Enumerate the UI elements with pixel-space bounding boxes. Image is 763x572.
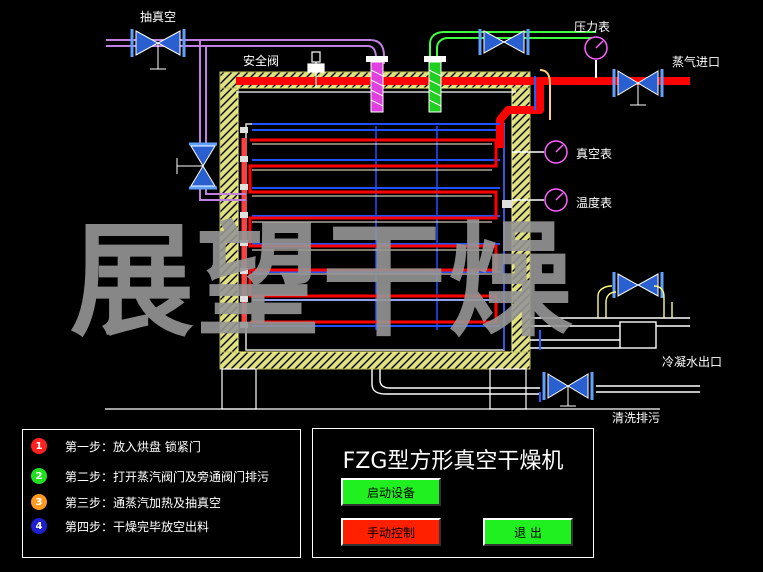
manual-control-button[interactable]: 手动控制 <box>341 518 441 546</box>
vacuum-valve[interactable] <box>130 29 186 70</box>
exit-button[interactable]: 退 出 <box>483 518 573 546</box>
sight-glass-left <box>366 56 388 113</box>
label-vacuum-gauge: 真空表 <box>576 147 613 161</box>
start-device-button[interactable]: 启动设备 <box>341 478 441 506</box>
label-steam-inlet: 蒸气进口 <box>672 55 721 69</box>
steps-panel: 1 第一步：放入烘盘 锁紧门 2 第二步：打开蒸汽阀门及旁通阀门排污 3 第三步… <box>22 429 301 558</box>
step-3: 3 第三步：通蒸汽加热及抽真空 <box>31 492 221 512</box>
step-1-badge: 1 <box>31 438 47 454</box>
step-4: 4 第四步：干燥完毕放空出料 <box>31 516 209 536</box>
sight-glass-right <box>424 56 446 113</box>
machine-title: FZG型方形真空干燥机 <box>342 449 564 474</box>
condensate-valve[interactable] <box>612 272 664 298</box>
label-pressure-gauge: 压力表 <box>574 20 611 34</box>
step-4-text: 第四步：干燥完毕放空出料 <box>65 519 210 534</box>
chamber-interior <box>237 87 513 353</box>
step-4-badge: 4 <box>31 518 47 534</box>
step-3-badge: 3 <box>31 494 47 510</box>
control-panel: FZG型方形真空干燥机 启动设备 手动控制 退 出 <box>312 428 594 558</box>
step-3-text: 第三步：通蒸汽加热及抽真空 <box>65 495 222 510</box>
cooling-valve[interactable] <box>478 29 530 55</box>
label-vacuum-pump: 抽真空 <box>140 10 177 24</box>
steam-coil <box>241 138 498 326</box>
label-condensate-outlet: 冷凝水出口 <box>662 355 723 369</box>
label-safety-valve: 安全阀 <box>243 54 280 68</box>
step-2-text: 第二步：打开蒸汽阀门及旁通阀门排污 <box>65 469 270 484</box>
label-temp-gauge: 温度表 <box>576 196 613 210</box>
temperature-gauge-icon <box>512 188 568 212</box>
vacuum-gauge-icon <box>512 140 568 164</box>
label-drain: 清洗排污 <box>612 411 661 425</box>
step-1-text: 第一步：放入烘盘 锁紧门 <box>65 439 201 454</box>
pressure-gauge-icon <box>584 36 608 78</box>
watermark-text: 展望干燥 <box>70 210 575 354</box>
step-2: 2 第二步：打开蒸汽阀门及旁通阀门排污 <box>31 466 269 486</box>
drain-valve[interactable] <box>542 372 594 407</box>
condensate-pipe <box>371 285 700 402</box>
step-1: 1 第一步：放入烘盘 锁紧门 <box>31 436 201 456</box>
safety-valve <box>307 51 325 88</box>
step-2-badge: 2 <box>31 468 47 484</box>
steam-valve[interactable] <box>612 69 664 106</box>
bypass-valve-left[interactable] <box>176 142 217 190</box>
shelf-brackets <box>240 127 512 328</box>
cooling-pipe <box>429 31 596 64</box>
